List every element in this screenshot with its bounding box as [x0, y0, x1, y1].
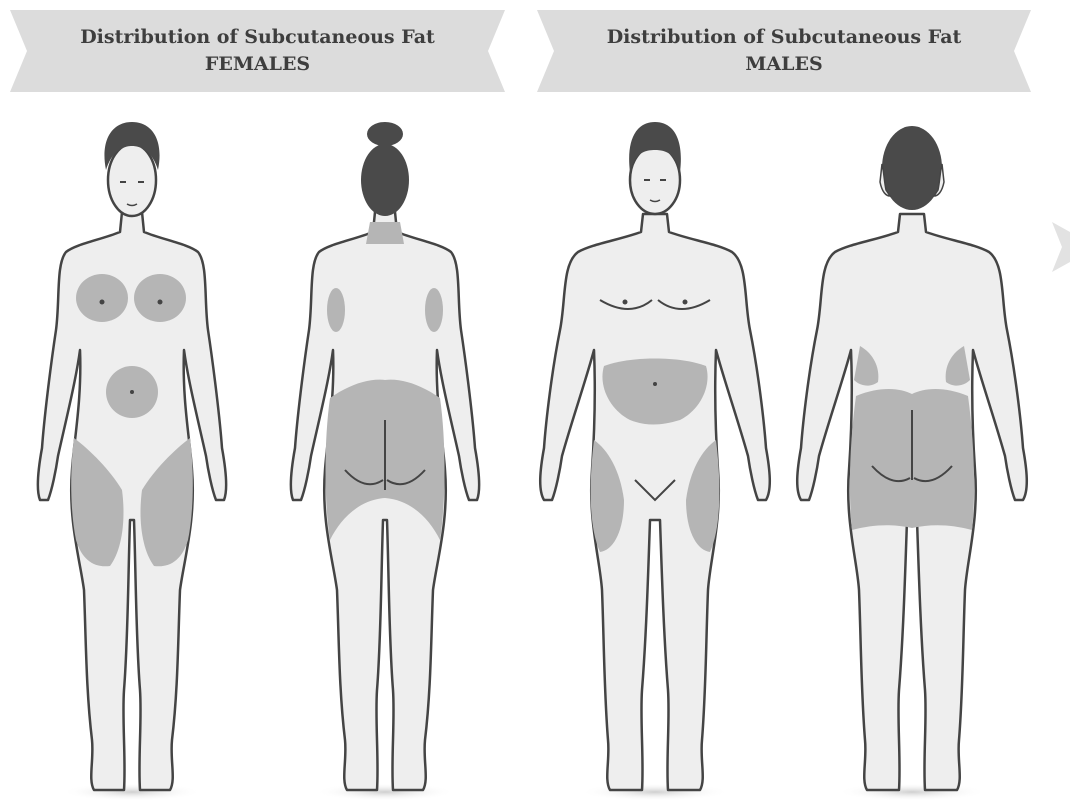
fat-area-left-breast: [76, 274, 128, 322]
male-front-body: [540, 214, 770, 790]
fat-area-left-upper-back: [327, 288, 345, 332]
female-front-body: [38, 212, 226, 790]
fat-area-right-upper-back: [425, 288, 443, 332]
partial-arrow-shape: [1052, 222, 1070, 272]
female-back-figure: [291, 122, 479, 801]
fat-area-right-breast: [134, 274, 186, 322]
female-back-body: [291, 212, 479, 790]
fat-area-neck-back: [366, 222, 404, 244]
male-front-figure: [540, 122, 770, 801]
female-back-hair: [361, 144, 409, 216]
female-front-figure: [38, 122, 226, 801]
male-back-hair: [882, 126, 942, 210]
male-back-figure: [797, 126, 1027, 801]
